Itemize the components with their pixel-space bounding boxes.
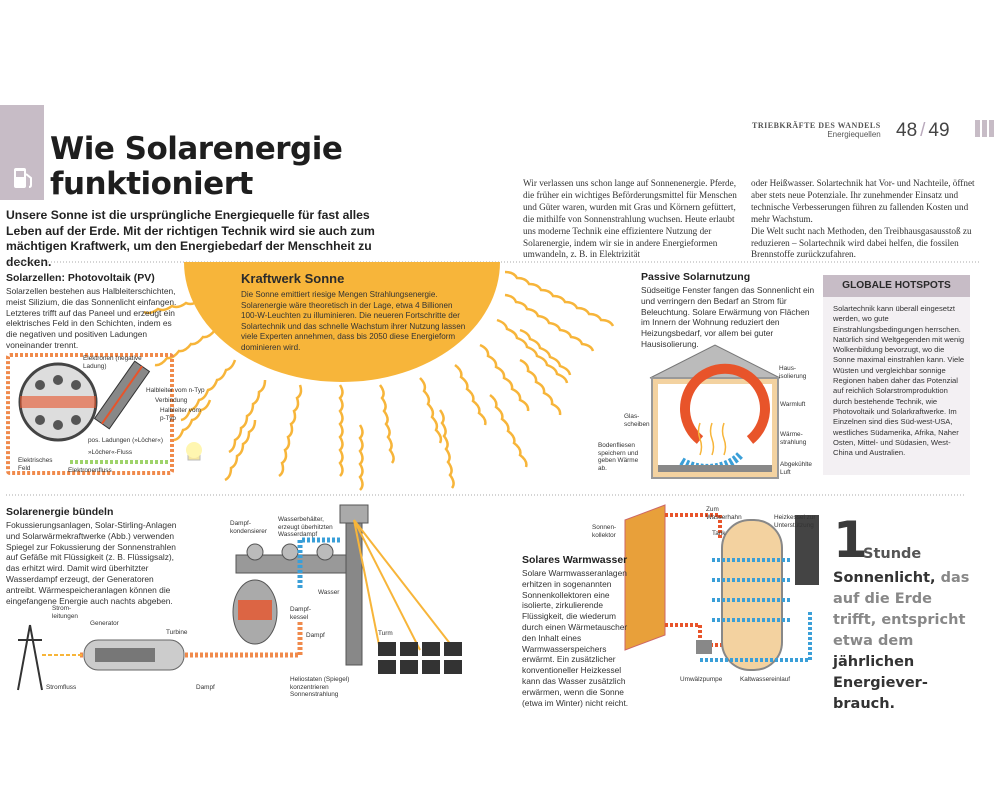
water-label-collector: Sonnen-kollektor [592,524,617,539]
pv-label-holes: pos. Ladungen (»Löcher«) [88,437,163,444]
stat-word: Sonnenlicht, [833,570,936,586]
csp-label-tank: Wasserbehälter, erzeugt überhitzten Wass… [278,516,333,539]
water-label-pump: Umwälzpumpe [680,676,723,683]
csp-label-steam-2: Dampf [196,684,215,691]
csp-label-steam: Dampf [306,632,325,639]
header-stripe [989,120,994,137]
bundle-heading: Solarenergie bündeln [6,506,114,518]
house-label-radiation: Wärme-strahlung [780,431,807,446]
pv-label-connection: Verbindung [155,397,188,404]
sun-text: Die Sonne emittiert riesige Mengen Strah… [241,290,466,352]
header-stripe [975,120,980,137]
stat-number: 1 [833,511,868,569]
sun-shape [184,262,500,382]
water-text: Solare Warmwasseranlagen erhitzen in sog… [522,568,629,708]
running-header: TRIEBKRÄFTE DES WANDELS Energiequellen [752,121,881,139]
stat-word: dem [878,633,914,649]
pv-label-field: Elektrisches Feld [18,457,53,472]
hotspots-box [823,277,970,475]
house-label-floor: Bodenfliesen speichern und geben Wärme a… [598,442,639,472]
page-title: Wie Solarenergie funktioniert [50,131,343,202]
page-separator: / [920,120,926,141]
page-left-number: 48 [896,120,918,141]
bundle-text: Fokussierungsanlagen, Solar-Stirling-Anl… [6,520,177,606]
body-column-2: oder Heißwasser. Solartechnik hat Vor- u… [751,178,975,260]
stat-sentence: Sonnenlicht, das auf die Erde trifft, en… [833,568,978,715]
water-label-inlet: Kaltwassereinlauf [740,676,791,683]
csp-label-current: Stromfluss [46,684,77,691]
sun-rays [143,270,615,491]
house-label-glass: Glas-scheiben [624,413,650,428]
page-right-number: 49 [928,120,950,141]
csp-label-generator: Generator [90,620,119,627]
stat-word: jährlichen Energiever-brauch. [833,654,928,712]
solar-water-diagram [624,504,819,671]
csp-label-condenser: Dampf-kondensierer [230,520,267,535]
csp-label-boiler: Dampf-kessel [290,606,311,621]
water-label-tank: Tank [712,530,726,537]
house-label-cool-air: Abgekühlte Luft [780,461,812,476]
pv-label-n-type: Halbleiter vom n-Typ [146,387,205,394]
header-stripe [982,120,987,137]
stat-unit: Stunde [863,546,922,562]
water-heading: Solares Warmwasser [522,554,628,566]
pv-heading: Solarzellen: Photovoltaik (PV) [6,272,155,284]
body-column-1: Wir verlassen uns schon lange auf Sonnen… [523,178,737,260]
intro-text: Unsere Sonne ist die ursprüngliche Energ… [6,208,375,269]
header-subkicker: Energiequellen [827,130,881,139]
pv-diagram [6,353,202,475]
pv-label-p-type: Halbleiter vom p-Typ [160,407,201,422]
page-numbers: 48/49 [896,120,950,142]
passive-heading: Passive Solarnutzung [641,271,751,283]
csp-label-tower: Turm [378,630,393,637]
pv-label-hole-flow: »Löcher«-Fluss [88,449,133,456]
house-diagram [649,344,781,479]
csp-label-water: Wasser [318,589,340,596]
water-label-boiler: Heizkessel zur Unterstützung [774,514,816,529]
csp-label-lines: Strom-leitungen [52,605,78,620]
water-label-tap: Zum Wasserhahn [706,506,742,521]
hotspots-text: Solartechnik kann überall eingesetzt wer… [833,304,965,458]
sun-heading: Kraftwerk Sonne [241,271,345,286]
house-label-warm-air: Warmluft [780,401,806,408]
header-kicker: TRIEBKRÄFTE DES WANDELS [752,121,881,130]
csp-label-heliostats: Heliostaten (Spiegel) konzentrieren Sonn… [290,676,350,699]
stat-word: entspricht etwa [833,612,966,649]
pv-text: Solarzellen bestehen aus Halbleiterschic… [6,286,177,350]
pv-label-electrons: Elektronen (negative Ladung) [83,355,142,370]
house-label-insulation: Haus-isolierung [779,365,807,380]
stat-word: das auf die Erde trifft, [833,570,970,628]
hotspots-heading: GLOBALE HOTSPOTS [823,275,970,297]
passive-text: Südseitige Fenster fangen das Sonnenlich… [641,285,815,349]
csp-label-turbine: Turbine [166,629,188,636]
pv-label-electron-flow: Elektronenfluss [68,467,112,474]
fuel-pump-icon [14,168,32,188]
csp-diagram [17,504,462,691]
